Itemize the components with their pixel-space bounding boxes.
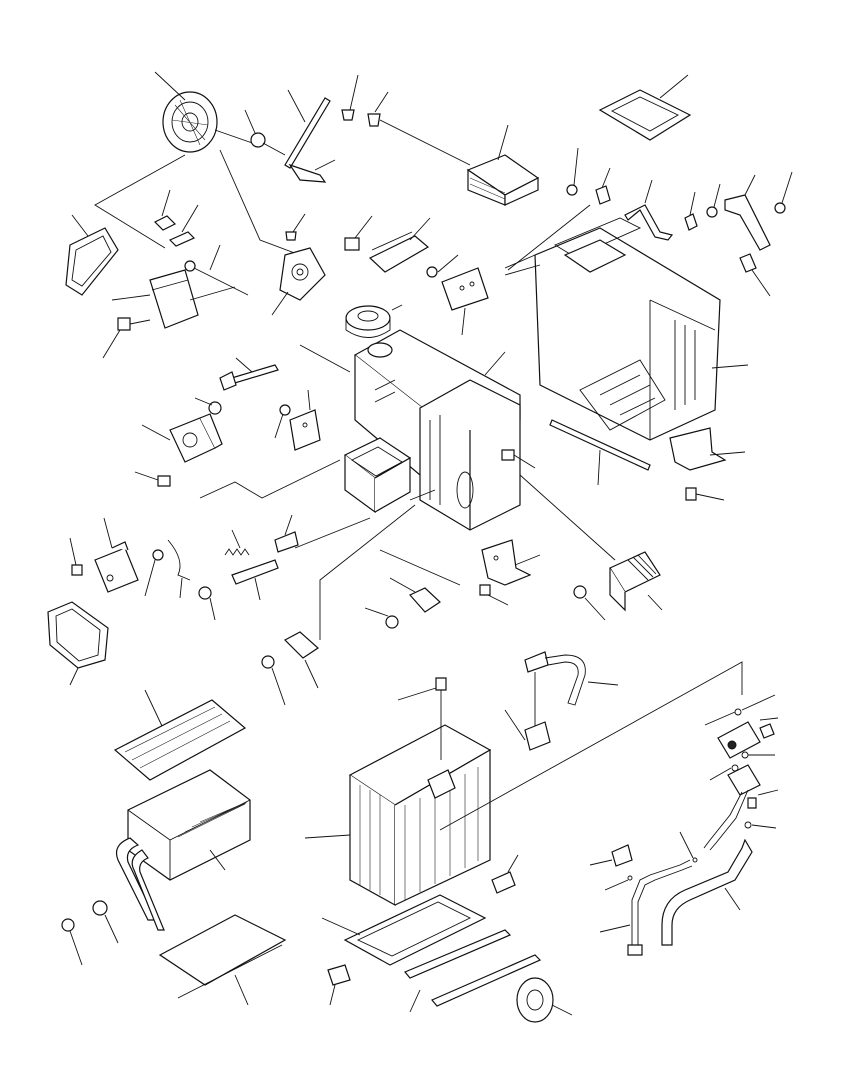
o-ring-4 (744, 821, 777, 829)
expansion-valve (717, 721, 775, 759)
screw-left (102, 317, 151, 359)
gasket-frame-left-lower (47, 601, 109, 669)
pad-small-2 (327, 964, 351, 1006)
screw-bottom-left (61, 918, 83, 966)
clip-tr-2 (684, 191, 698, 231)
rod-small (184, 244, 249, 296)
spring-left-lower (224, 529, 250, 556)
hose-tr (624, 179, 674, 241)
drain-pan (343, 894, 487, 966)
main-housing-center (353, 329, 521, 531)
linkage-rod (284, 97, 331, 183)
screw-left-lower (69, 537, 83, 576)
pipe-flange (703, 764, 761, 851)
filter-sheet-upper (113, 699, 247, 781)
actuator-left-mid (169, 413, 223, 463)
screw-left-mid (134, 471, 171, 487)
lever-left-lower (231, 559, 279, 601)
bracket-plate-center (441, 267, 489, 311)
bolt-evaporator (397, 677, 447, 760)
filter-stack (466, 154, 540, 206)
actuator-upper (279, 247, 326, 301)
pressure-switch (589, 844, 633, 867)
grommet (516, 977, 554, 1023)
screw-top-2 (367, 91, 471, 166)
screw-resistor (573, 585, 606, 621)
filter-pad-center (368, 231, 430, 273)
cable-left-lower (167, 539, 191, 599)
screw-right-bottom (685, 487, 725, 501)
blower-fan-disc (162, 91, 218, 153)
screw-plate-mid (274, 404, 291, 439)
clip-small-2 (168, 204, 199, 247)
o-ring-6 (604, 875, 633, 891)
screw-clamp-center (261, 655, 286, 706)
screw-tr-1 (566, 147, 579, 196)
hose-clamp-center-right (389, 577, 441, 613)
bolt-center (344, 215, 373, 251)
o-ring-5 (679, 831, 698, 863)
gasket-frame-top-right (598, 89, 692, 141)
clip-tr-4 (739, 253, 771, 297)
screw-clamp-center-right (364, 607, 399, 629)
screw-center-lower (479, 584, 509, 606)
clip-small-1 (153, 189, 177, 231)
clip-tr-1 (595, 167, 611, 205)
duct-outlet (343, 437, 412, 514)
bolt-left-mid (194, 397, 222, 415)
heater-core (115, 769, 251, 931)
lever-tr (724, 174, 771, 251)
bracket-center-lower (481, 539, 532, 586)
pad-small-1 (491, 854, 519, 894)
evaporator-core (348, 724, 492, 907)
o-ring-2 (741, 751, 775, 759)
seal-strip-right (549, 419, 651, 471)
gasket-frame-left (65, 227, 119, 296)
thermo-sensor-pipe (524, 651, 586, 751)
filter-sheet-lower (158, 914, 287, 999)
washer-left-lower (144, 549, 164, 597)
blower-resistor (609, 551, 661, 612)
washer-bottom-left (92, 900, 119, 944)
bolt-washer-top (250, 132, 286, 156)
screw-bracket (426, 254, 459, 278)
screw-left-lower-2 (198, 586, 216, 621)
filter-pad-left (149, 269, 199, 329)
foam-ring (345, 305, 391, 338)
pipe-small-center (627, 859, 693, 956)
o-ring-1 (734, 694, 776, 716)
screw-tr-2 (774, 171, 793, 214)
bracket-right (669, 427, 727, 471)
actuator-left-lower (94, 541, 139, 593)
clip-left-lower (274, 514, 299, 553)
rod-left-mid (219, 364, 279, 391)
seal-strips-bottom (404, 929, 542, 1007)
screw-actuator (285, 213, 306, 241)
hose-clamp-center (284, 631, 319, 689)
clip-tr-3 (706, 183, 721, 218)
bracket-plate-mid (289, 409, 321, 451)
main-housing-right (534, 217, 721, 441)
refrigerant-pipe-lower (661, 838, 753, 946)
screw-housing-right (501, 449, 536, 469)
screw-top-1 (341, 74, 359, 121)
